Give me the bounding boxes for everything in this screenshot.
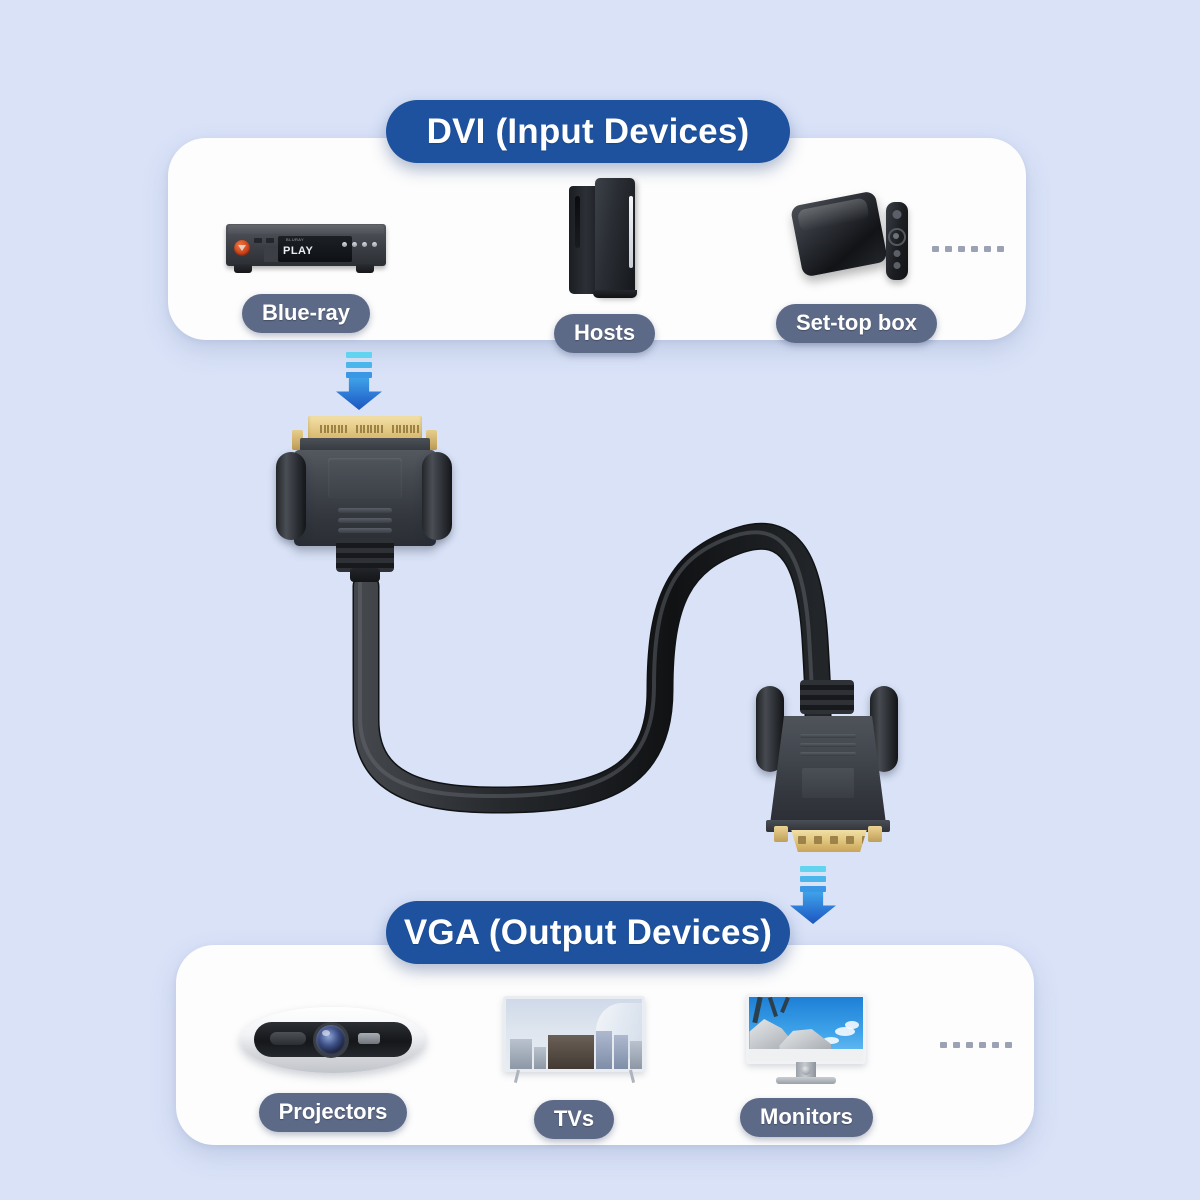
device-blue-ray: BLURAY PLAY Blue-ray xyxy=(226,212,386,333)
bluray-player-icon: BLURAY PLAY xyxy=(226,212,386,274)
vga-more-devices-ellipsis xyxy=(940,1042,1012,1048)
dvi-section-title: DVI (Input Devices) xyxy=(386,100,790,163)
computer-monitor-icon xyxy=(746,992,867,1086)
device-monitors: Monitors xyxy=(740,992,873,1137)
device-hosts: Hosts xyxy=(554,176,656,353)
vga-strain-relief xyxy=(800,680,854,714)
dvi-thumbscrew-left xyxy=(276,452,306,540)
vga-connector xyxy=(742,680,914,880)
vga-section-title: VGA (Output Devices) xyxy=(386,901,790,964)
device-label-projectors: Projectors xyxy=(258,1093,408,1132)
projector-icon xyxy=(240,1005,426,1073)
device-label-tvs: TVs xyxy=(533,1100,615,1139)
vga-download-arrow-icon xyxy=(790,866,836,924)
game-console-icon xyxy=(568,176,641,298)
dvi-download-arrow-icon xyxy=(336,352,382,410)
device-label-blue-ray: Blue-ray xyxy=(241,294,371,333)
device-label-hosts: Hosts xyxy=(554,314,656,353)
device-label-monitors: Monitors xyxy=(740,1098,873,1137)
set-top-box-icon xyxy=(789,186,918,294)
dvi-more-devices-ellipsis xyxy=(932,246,1004,252)
device-tvs: TVs xyxy=(503,994,645,1139)
dvi-connector xyxy=(276,408,454,598)
television-icon xyxy=(503,994,645,1084)
dvi-strain-relief xyxy=(336,538,394,582)
bluray-play-text: PLAY xyxy=(283,245,314,257)
vga-gold-contacts xyxy=(791,830,867,852)
dvi-thumbscrew-right xyxy=(422,452,452,540)
device-set-top-box: Set-top box xyxy=(776,186,937,343)
device-label-set-top-box: Set-top box xyxy=(776,304,937,343)
device-projectors: Projectors xyxy=(240,1005,426,1132)
